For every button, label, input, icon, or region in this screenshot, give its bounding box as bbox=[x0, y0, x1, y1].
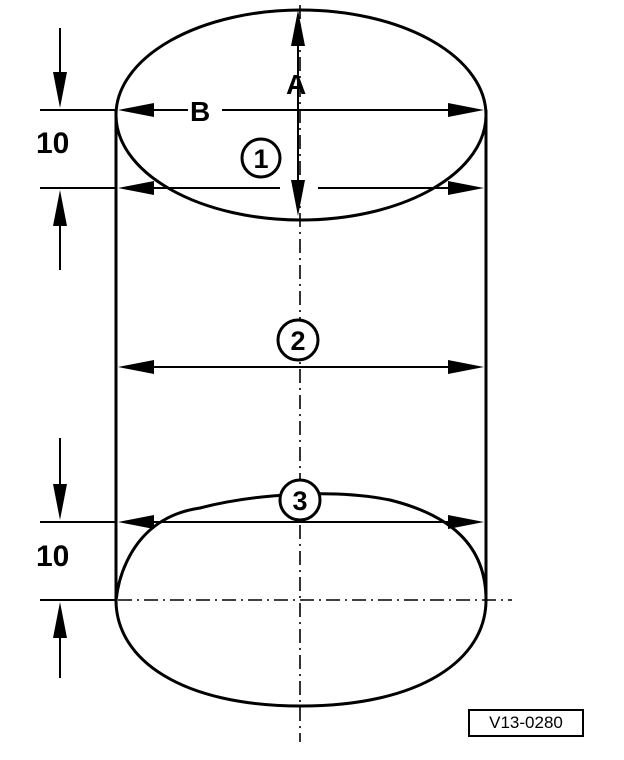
position-2-number: 2 bbox=[290, 326, 305, 356]
dim-10-bottom-lower-arrowhead bbox=[53, 602, 67, 638]
dim-10-bottom-label: 10 bbox=[36, 540, 69, 573]
position-3-number: 3 bbox=[292, 486, 307, 516]
dim-b-right-arrowhead bbox=[448, 103, 484, 117]
cylinder-top-ellipse bbox=[114, 8, 488, 222]
dim-b-label: B bbox=[190, 96, 210, 127]
dim-10-bottom-upper-arrowhead bbox=[53, 484, 67, 520]
dim-b-left-arrowhead bbox=[118, 103, 154, 117]
measure-1-left-arrowhead bbox=[118, 181, 154, 195]
dim-a-down-arrowhead bbox=[291, 180, 305, 216]
dim-a-up-arrowhead bbox=[291, 10, 305, 46]
measure-2-right-arrowhead bbox=[448, 360, 484, 374]
measure-2-left-arrowhead bbox=[118, 360, 154, 374]
dim-10-top-lower-arrowhead bbox=[53, 190, 67, 226]
reference-code: V13-0280 bbox=[489, 713, 563, 732]
position-1-number: 1 bbox=[253, 144, 268, 174]
cylinder-bottom-ellipse bbox=[114, 492, 488, 708]
reference-code-box: V13-0280 bbox=[468, 709, 584, 737]
measure-3-left-arrowhead bbox=[118, 515, 154, 529]
dim-10-top-label: 10 bbox=[36, 127, 69, 160]
dim-10-top-upper-arrowhead bbox=[53, 72, 67, 108]
measure-3-right-arrowhead bbox=[448, 515, 484, 529]
dim-a-label: A bbox=[286, 69, 306, 100]
position-1-marker: 1 bbox=[240, 137, 282, 179]
measure-1-right-arrowhead bbox=[448, 181, 484, 195]
position-2-marker: 2 bbox=[276, 318, 320, 362]
position-3-marker: 3 bbox=[278, 478, 322, 522]
